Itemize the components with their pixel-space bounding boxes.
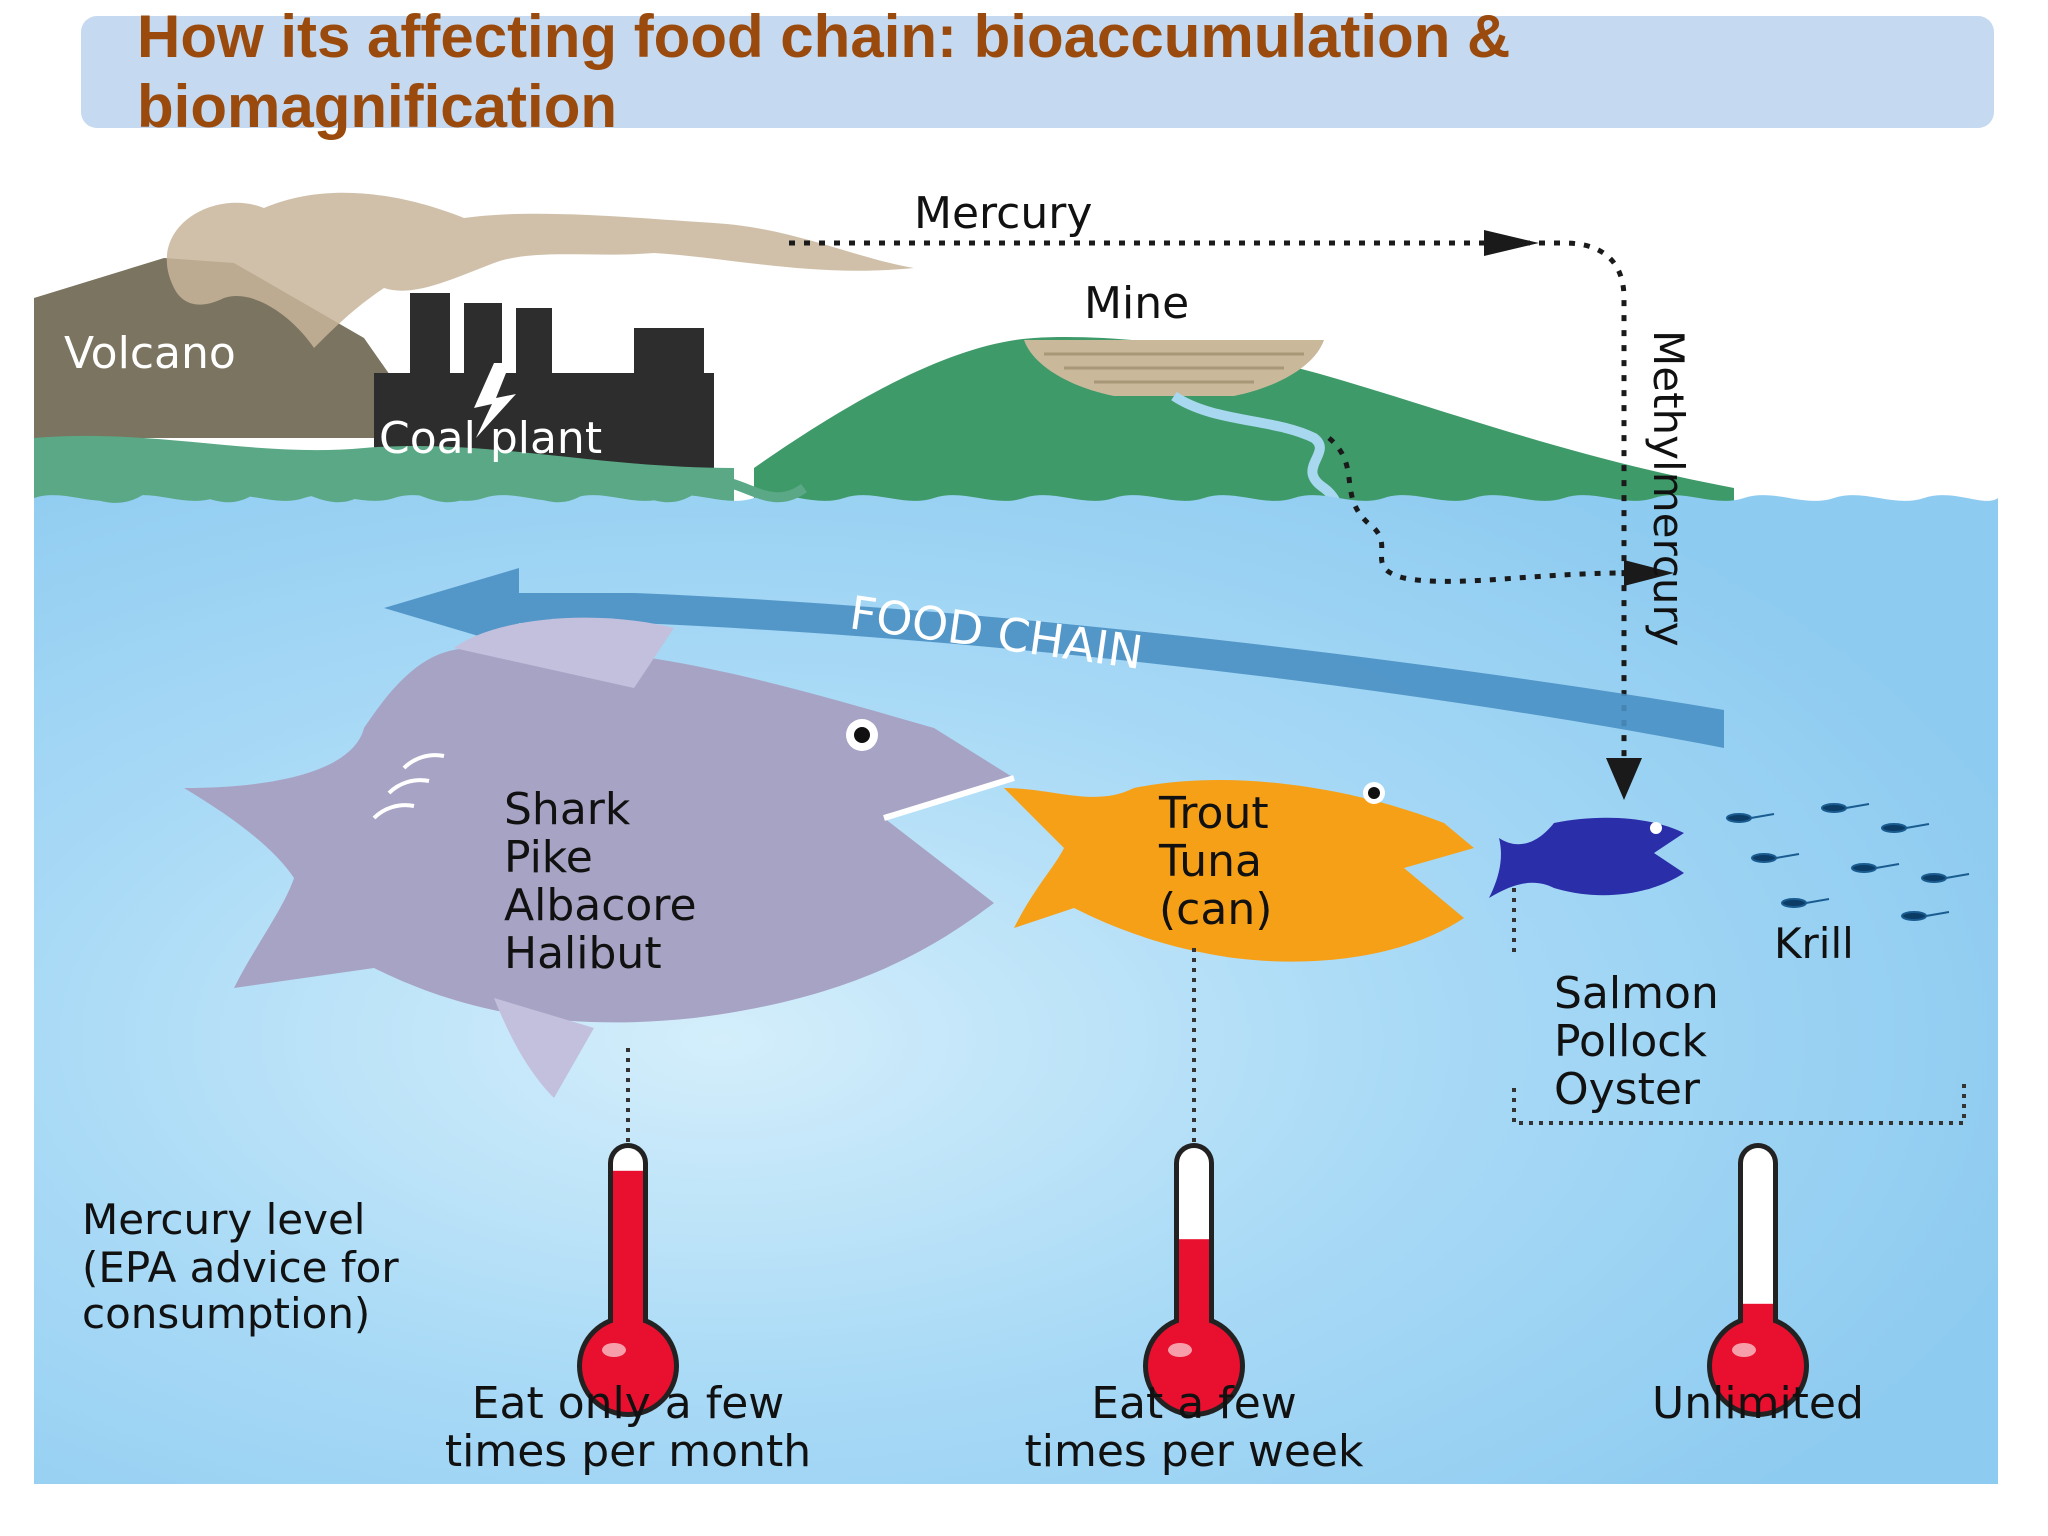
thermometer-bulb: [582, 1320, 674, 1412]
leader-line-3: [1512, 888, 1966, 1125]
mine-pit-icon: [1024, 340, 1324, 396]
thermometer-high: [577, 1143, 679, 1417]
legend-line-3: consumption): [82, 1289, 370, 1338]
slide-title: How its affecting food chain: bioaccumul…: [137, 3, 1511, 140]
mercury-path: [789, 240, 1627, 758]
mercury-arrowhead: [1484, 230, 1539, 256]
species-albacore: Albacore: [504, 880, 697, 931]
advice-high-line-2: times per month: [445, 1426, 811, 1477]
advice-medium-line-2: times per week: [1024, 1426, 1364, 1477]
volcano-shape: [34, 258, 434, 438]
thermometer-low: [1707, 1143, 1809, 1417]
bulb-highlight: [602, 1343, 626, 1357]
advice-low-line-1: Unlimited: [1652, 1378, 1864, 1429]
species-shark: Shark: [504, 784, 631, 835]
legend-line-2: (EPA advice for: [82, 1243, 399, 1292]
legend-line-1: Mercury level: [82, 1195, 365, 1244]
smoke-plume: [166, 192, 914, 348]
mine-label: Mine: [1084, 278, 1189, 329]
coal-plant-label: Coal plant: [379, 413, 602, 464]
methylmercury-label: Methylmercury: [1644, 330, 1693, 647]
advice-high-line-1: Eat only a few: [472, 1378, 785, 1429]
bulb-highlight: [1732, 1343, 1756, 1357]
methylmercury-arrowhead: [1606, 758, 1642, 800]
food-chain-arrow: [384, 568, 1724, 748]
small-fish: [1489, 817, 1684, 898]
species-halibut: Halibut: [504, 928, 662, 979]
mercury-label: Mercury: [914, 188, 1092, 239]
volcano-label: Volcano: [64, 328, 236, 379]
thermometer-bulb: [1148, 1320, 1240, 1412]
species-pike: Pike: [504, 832, 593, 883]
species-tuna: Tuna: [1158, 836, 1262, 887]
title-banner: [81, 16, 1994, 128]
species-trout: Trout: [1158, 788, 1269, 839]
medium-predator-fish: [1004, 780, 1474, 962]
krill-swarm: [1726, 803, 1970, 921]
bulb-highlight: [1168, 1343, 1192, 1357]
runoff-arrowhead: [1624, 560, 1674, 586]
advice-medium-line-1: Eat a few: [1091, 1378, 1297, 1429]
thermometer-bulb: [1712, 1320, 1804, 1412]
thermometer-medium: [1143, 1143, 1245, 1417]
thermometer-tube: [1743, 1148, 1773, 1353]
large-predator-fish: [184, 617, 1015, 1098]
wave-crests: [34, 476, 807, 503]
species-pollock: Pollock: [1554, 1016, 1707, 1067]
species-salmon: Salmon: [1554, 968, 1719, 1019]
krill-label: Krill: [1774, 919, 1854, 968]
mercury-food-chain-diagram: Volcano Coal plant Mine Mercury Methylme…: [34, 168, 1998, 1484]
species-oyster: Oyster: [1554, 1064, 1701, 1115]
species-tuna-can: (can): [1159, 884, 1272, 935]
